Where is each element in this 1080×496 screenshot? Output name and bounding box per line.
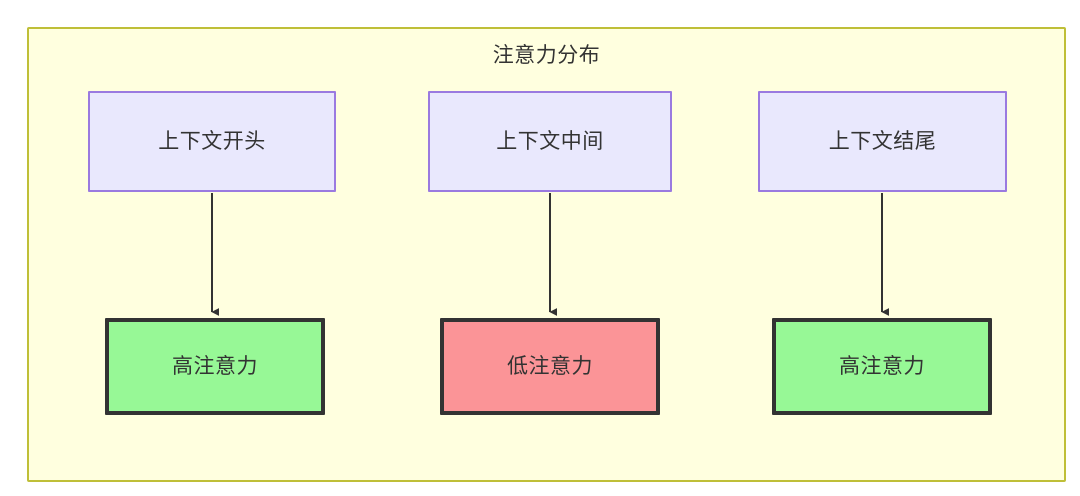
- node-context-end[interactable]: 上下文结尾: [758, 91, 1007, 192]
- node-attention-middle[interactable]: 低注意力: [440, 318, 660, 415]
- node-context-middle[interactable]: 上下文中间: [428, 91, 672, 192]
- node-attention-end[interactable]: 高注意力: [772, 318, 992, 415]
- diagram-title: 注意力分布: [492, 44, 601, 67]
- node-attention-start[interactable]: 高注意力: [105, 318, 325, 415]
- node-context-start[interactable]: 上下文开头: [88, 91, 336, 192]
